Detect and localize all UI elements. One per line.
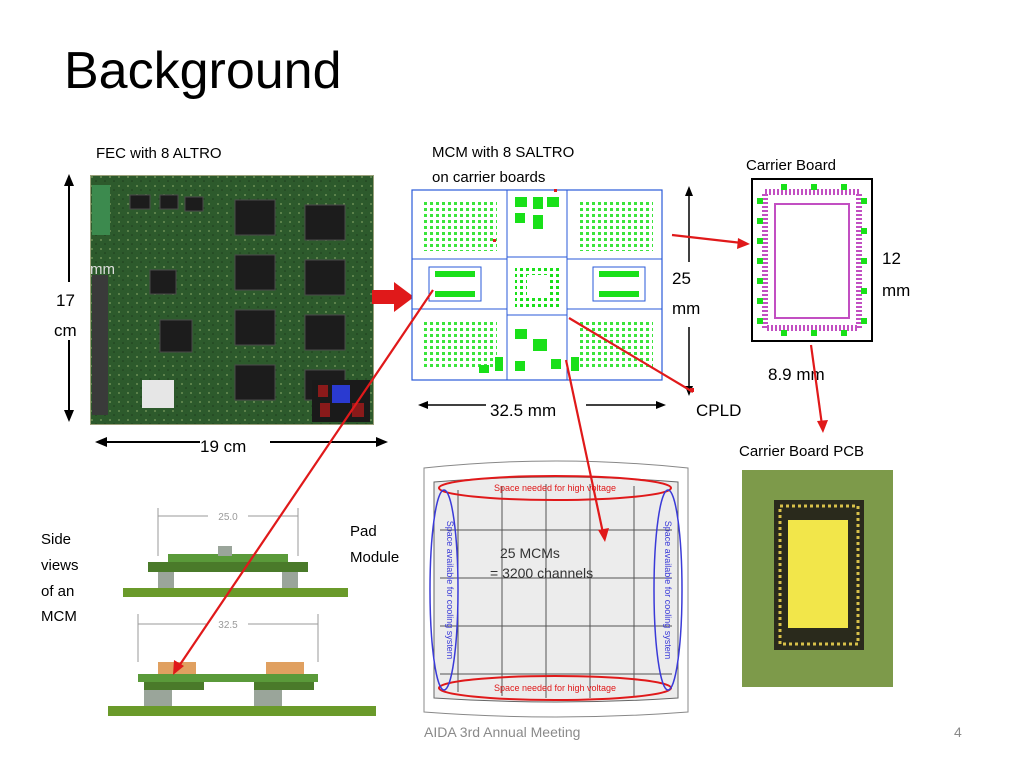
carrier-height-unit: mm <box>882 281 911 300</box>
side-views-line2: views <box>41 557 79 574</box>
footer-text: AIDA 3rd Annual Meeting <box>424 724 581 740</box>
mcm-caption-line2: on carrier boards <box>432 169 546 186</box>
cpld-label: CPLD <box>696 401 742 420</box>
carrier-board-image <box>751 178 873 342</box>
fec-to-mcm-arrow <box>372 282 414 312</box>
mcm-side-view-bottom: 32.5 <box>108 612 378 718</box>
pad-bottom-note: Space needed for high voltage <box>494 683 616 693</box>
pad-center-line2: = 3200 channels <box>490 565 593 581</box>
side-views-line3: of an <box>41 583 75 600</box>
fec-caption: FEC with 8 ALTRO <box>96 145 222 162</box>
pad-top-note: Space needed for high voltage <box>494 483 616 493</box>
mcm-side-view-top: 25.0 <box>108 506 353 602</box>
pad-center-line1: 25 MCMs <box>500 545 560 561</box>
carrier-height-value: 12 <box>882 249 901 268</box>
pad-left-note: Space available for cooling system <box>445 521 455 660</box>
carrier-width-label: 8.9 mm <box>768 365 825 384</box>
carrier-pcb-caption: Carrier Board PCB <box>739 443 865 460</box>
fec-height-unit: cm <box>54 321 77 340</box>
fec-width-label: 19 cm <box>200 437 247 456</box>
carrier-board-caption: Carrier Board <box>746 157 837 174</box>
mcm-height-value: 25 <box>672 269 691 288</box>
pad-right-note: Space available for cooling system <box>663 521 673 660</box>
mcm-caption-line1: MCM with 8 SALTRO <box>432 144 575 161</box>
pad-module-line1: Pad <box>350 523 377 540</box>
page-number: 4 <box>954 724 962 740</box>
carrier-pcb-image <box>742 470 893 687</box>
side-bottom-dimension: 32.5 <box>218 620 238 631</box>
mcm-height-unit: mm <box>672 299 701 318</box>
side-views-line1: Side <box>41 531 72 548</box>
page-title: Background <box>64 42 342 100</box>
fec-board-image <box>89 174 375 426</box>
side-top-dimension: 25.0 <box>218 512 238 523</box>
mcm-width-label: 32.5 mm <box>490 401 557 420</box>
pad-module-image: Space needed for high voltage Space need… <box>418 460 694 722</box>
fec-dimension-arrows <box>64 174 388 447</box>
pad-module-line2: Module <box>350 549 400 566</box>
fec-stray-label: mm <box>90 261 115 278</box>
fec-height-value: 17 <box>56 291 75 310</box>
side-views-line4: MCM <box>41 608 77 625</box>
